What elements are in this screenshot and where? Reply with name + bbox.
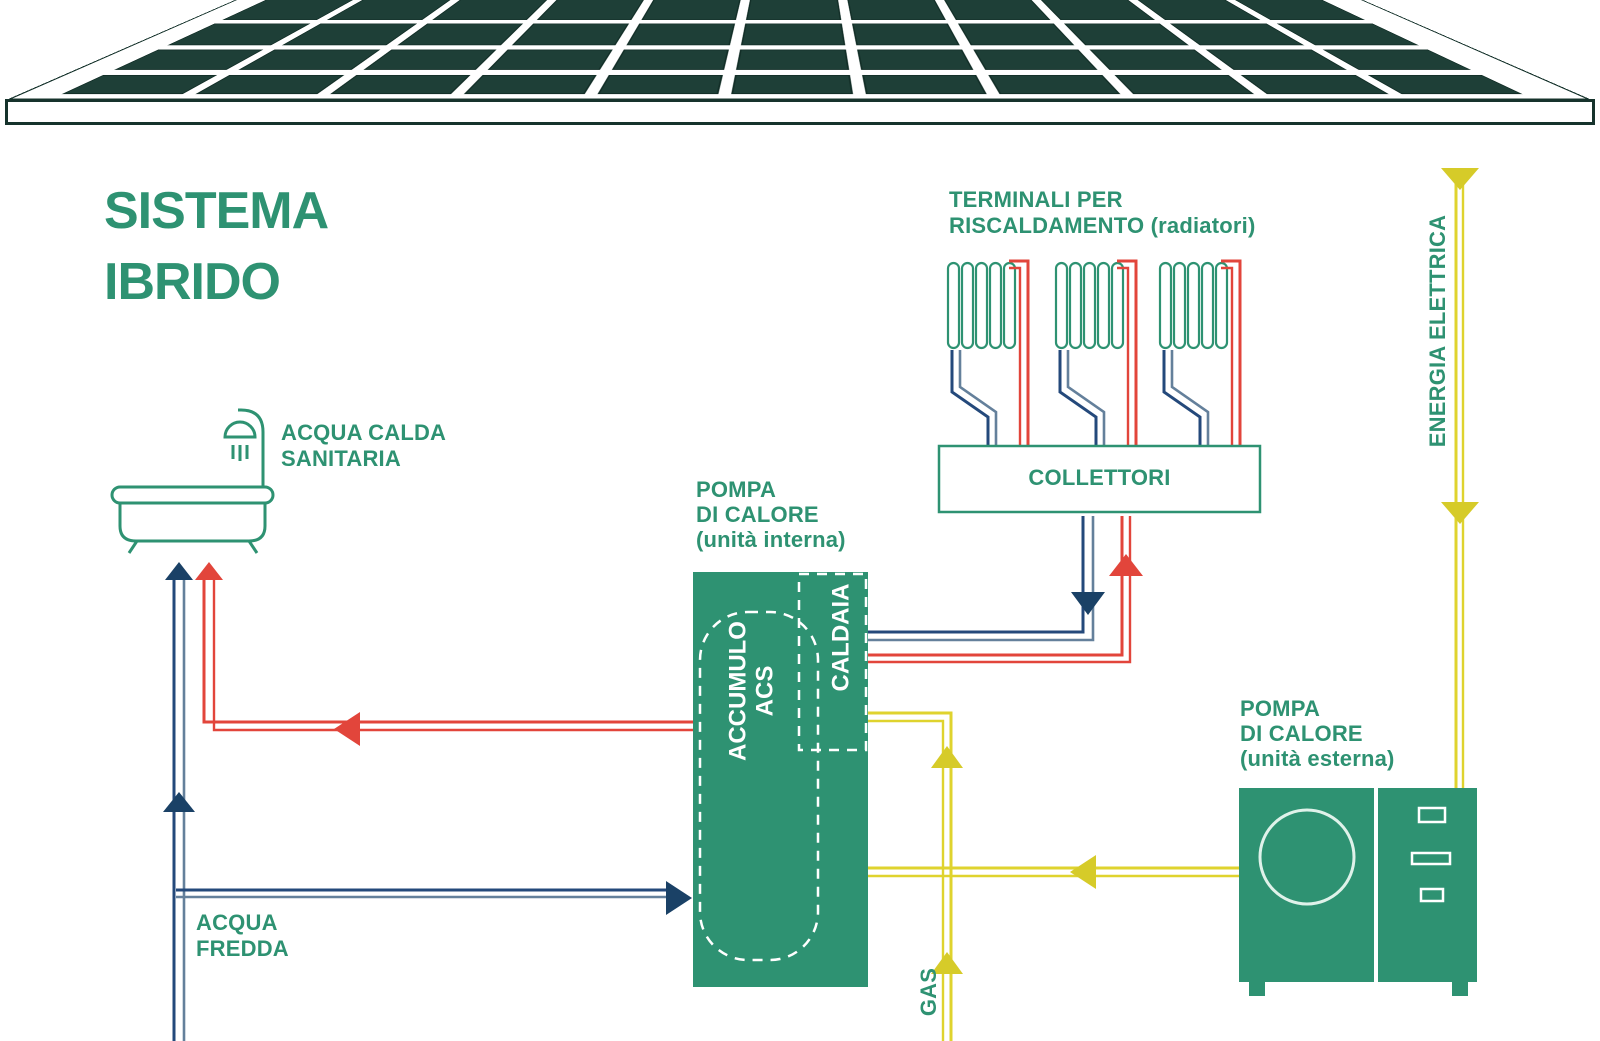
pipe-hot-water-to-tub xyxy=(195,562,693,746)
collectors-box xyxy=(937,444,1262,514)
pipe-flow-to-collectors xyxy=(868,516,1143,664)
solar-panel-frame xyxy=(5,99,1595,125)
acs-storage-outline xyxy=(698,610,820,962)
label-boiler: CALDAIA xyxy=(827,583,855,692)
label-heat-pump-indoor: POMPA DI CALORE (unità interna) xyxy=(696,477,846,552)
boiler-outline xyxy=(797,572,868,752)
label-gas: GAS xyxy=(916,967,941,1017)
label-heat-pump-outdoor: POMPA DI CALORE (unità esterna) xyxy=(1240,696,1395,771)
radiator-3 xyxy=(1158,259,1242,448)
radiator-1 xyxy=(946,259,1030,448)
label-acs-storage: ACCUMULO ACS xyxy=(724,621,779,761)
pipe-gas xyxy=(868,711,963,1041)
pipe-outdoor-to-indoor xyxy=(868,855,1239,889)
pipe-cold-water-riser xyxy=(163,562,195,1041)
indoor-unit xyxy=(693,572,868,987)
vent-icon xyxy=(1410,851,1452,866)
outdoor-unit xyxy=(1239,788,1477,996)
pipe-return-from-collectors xyxy=(868,516,1105,642)
pipe-electric-energy xyxy=(1441,168,1479,788)
shower-head-icon xyxy=(223,420,257,439)
vent-icon xyxy=(1419,887,1445,903)
bathtub-shower-icon xyxy=(110,408,275,554)
label-collectors: COLLETTORI xyxy=(1028,465,1171,490)
vent-icon xyxy=(1417,806,1447,824)
pipe-cold-water-to-unit xyxy=(176,881,692,915)
label-electric-energy: ENERGIA ELETTRICA xyxy=(1425,214,1450,448)
radiator-2 xyxy=(1054,259,1138,448)
fan-icon xyxy=(1258,808,1356,906)
